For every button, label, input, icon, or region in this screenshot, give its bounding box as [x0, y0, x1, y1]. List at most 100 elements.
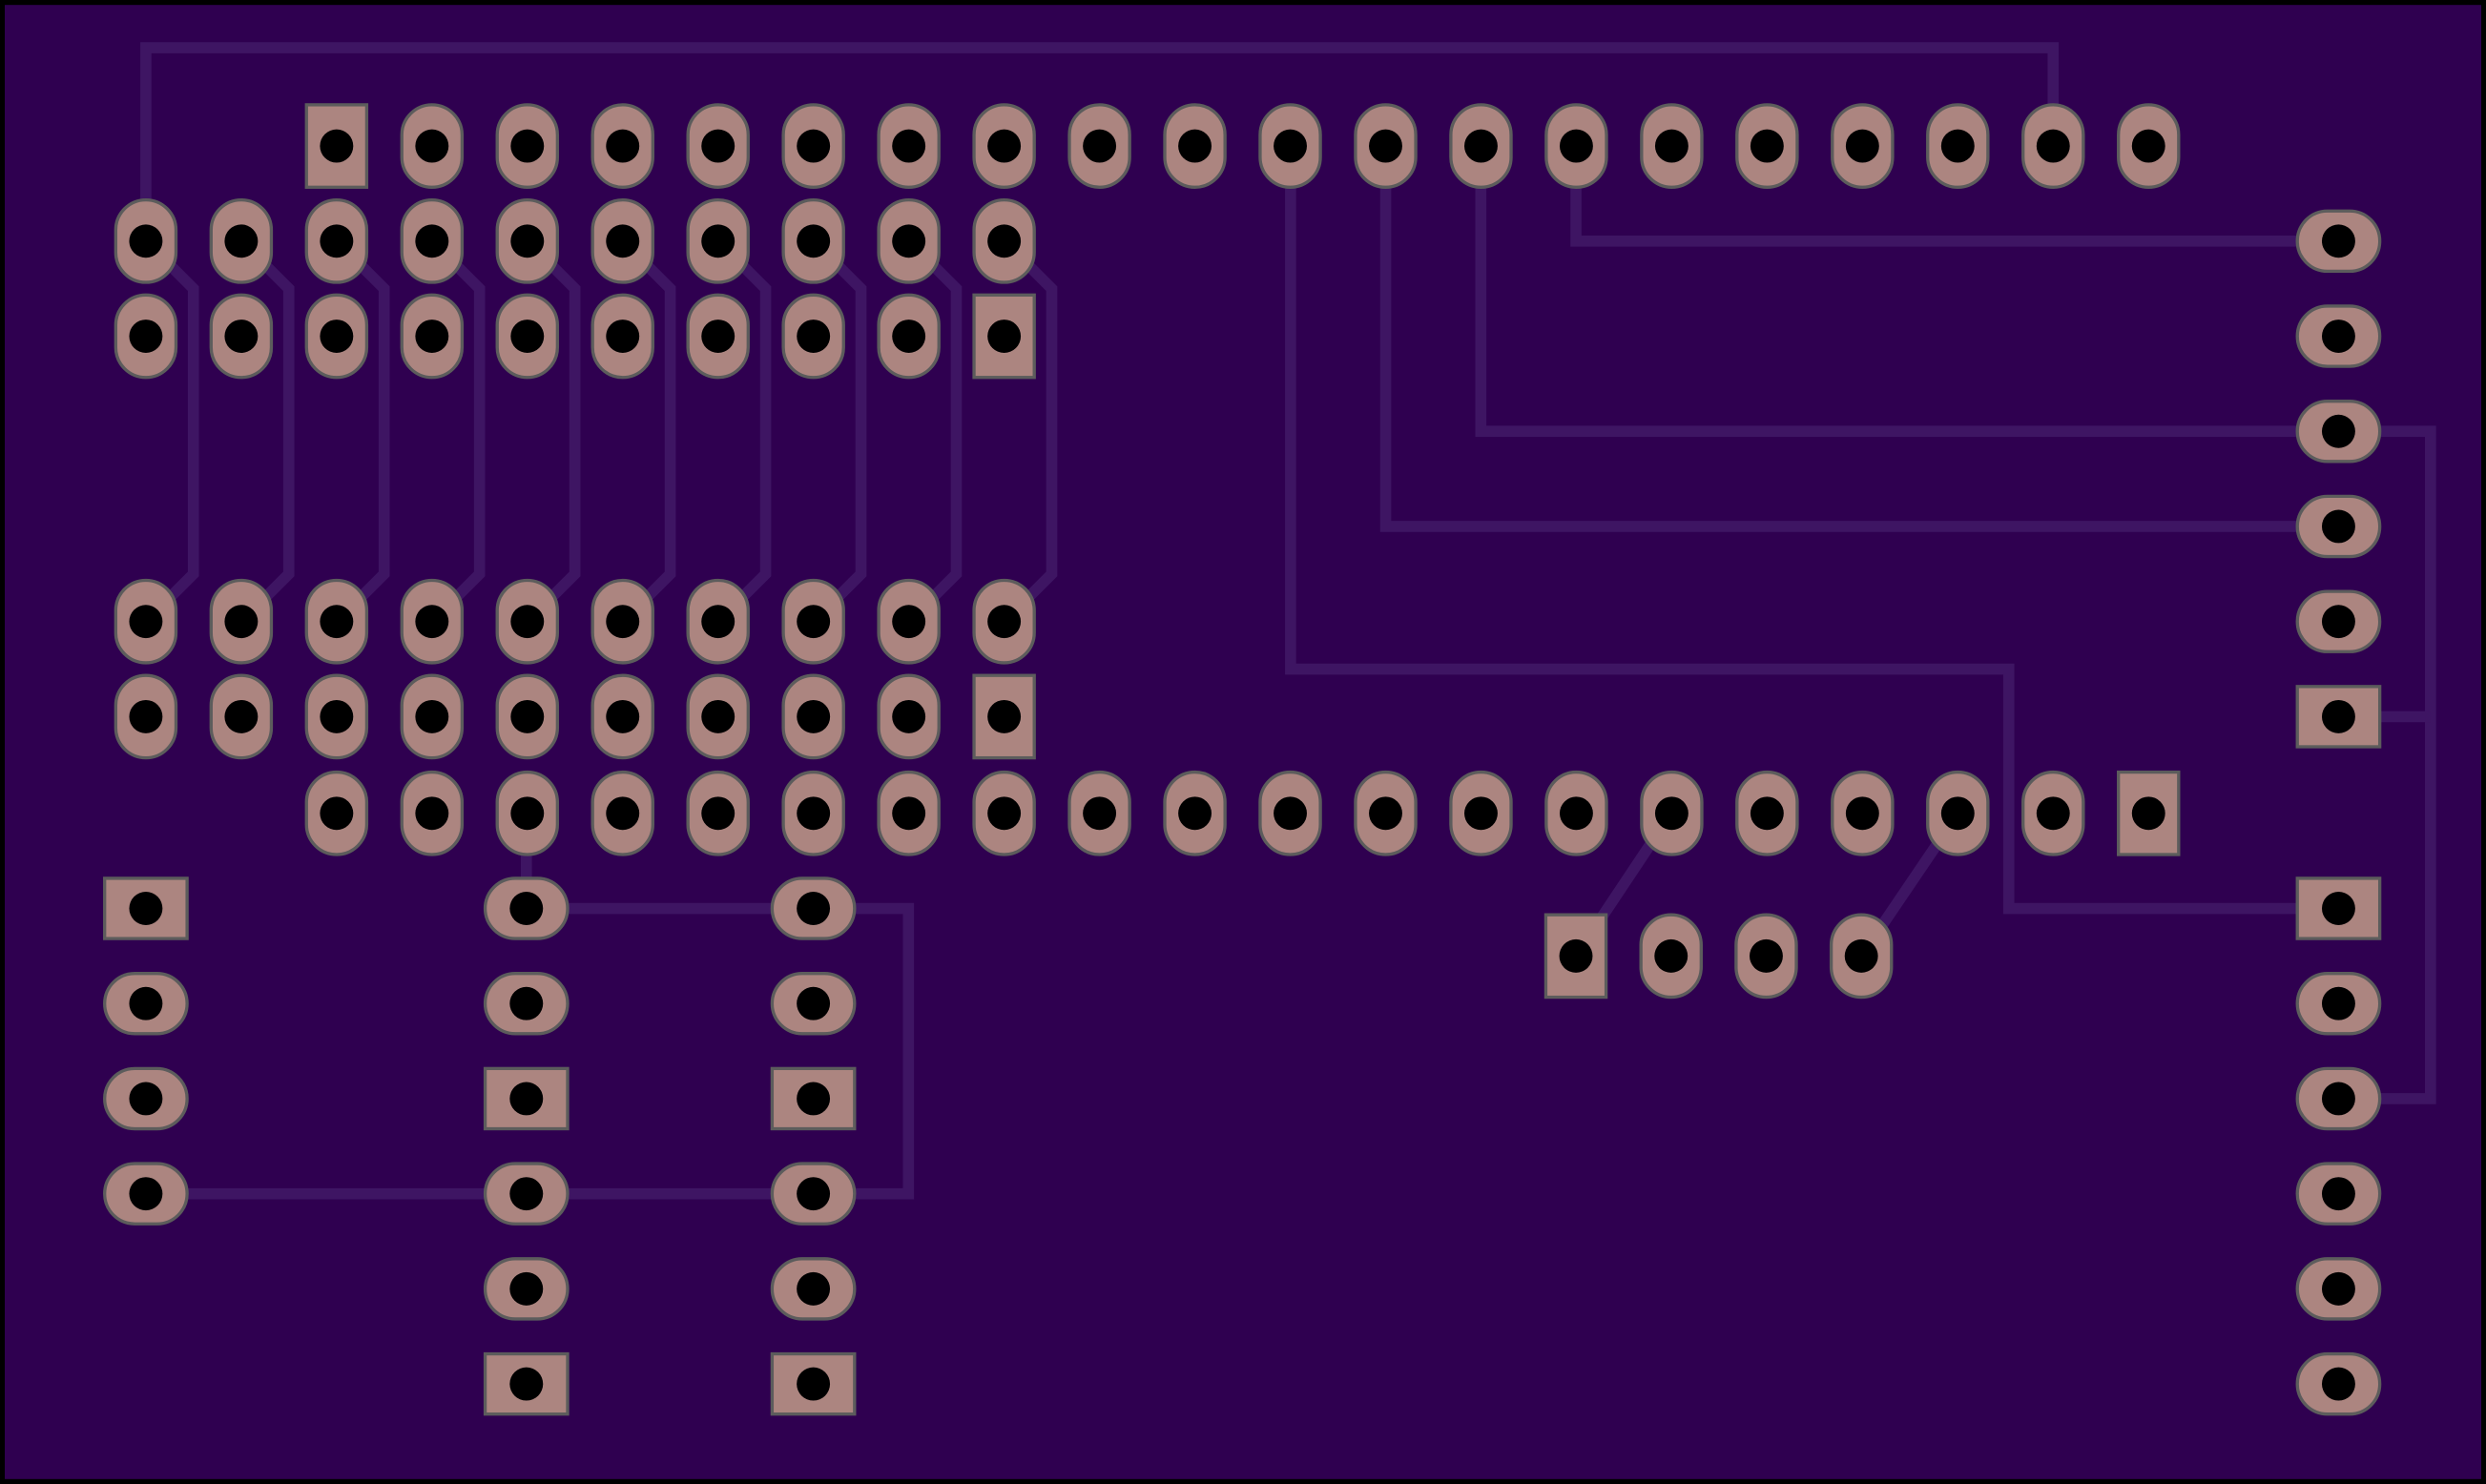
- drill-hole: [510, 319, 545, 353]
- drill-hole: [129, 319, 163, 353]
- drill-hole: [606, 224, 640, 258]
- round-pad: [400, 673, 465, 760]
- square-pad: [2295, 876, 2382, 940]
- drill-hole: [606, 605, 640, 639]
- drill-hole: [797, 1177, 831, 1211]
- drill-hole: [510, 699, 545, 733]
- drill-hole: [509, 1271, 544, 1306]
- round-pad: [1640, 103, 1704, 189]
- round-pad: [2021, 770, 2085, 856]
- round-pad: [1926, 770, 1990, 856]
- square-pad: [304, 103, 369, 189]
- drill-hole: [2321, 319, 2355, 353]
- drill-hole: [797, 796, 831, 831]
- drill-hole: [320, 605, 354, 639]
- drill-hole: [1369, 796, 1402, 831]
- round-pad: [590, 103, 654, 189]
- round-pad: [209, 673, 274, 760]
- round-pad: [770, 1162, 857, 1226]
- round-pad: [304, 197, 369, 284]
- drill-hole: [129, 892, 163, 925]
- drill-hole: [987, 605, 1022, 639]
- drill-hole: [2321, 605, 2355, 639]
- drill-hole: [2036, 129, 2070, 163]
- drill-hole: [987, 224, 1022, 258]
- drill-hole: [415, 605, 449, 639]
- round-pad: [1544, 770, 1608, 856]
- round-pad: [103, 1066, 189, 1131]
- drill-hole: [2321, 892, 2355, 925]
- drill-hole: [509, 892, 544, 925]
- drill-hole: [129, 1082, 163, 1116]
- drill-hole: [509, 1082, 544, 1116]
- drill-hole: [892, 605, 926, 639]
- drill-hole: [2321, 414, 2355, 448]
- drill-hole: [2131, 796, 2165, 831]
- drill-hole: [509, 1367, 544, 1401]
- drill-hole: [2321, 1177, 2355, 1211]
- drill-hole: [701, 699, 735, 733]
- round-pad: [400, 197, 465, 284]
- round-pad: [590, 578, 654, 665]
- round-pad: [2295, 589, 2382, 653]
- drill-hole: [1844, 938, 1878, 973]
- round-pad: [103, 1162, 189, 1226]
- drill-hole: [1940, 129, 1975, 163]
- round-pad: [304, 770, 369, 856]
- drill-hole: [415, 319, 449, 353]
- round-pad: [2295, 494, 2382, 559]
- drill-hole: [1464, 796, 1498, 831]
- drill-hole: [1274, 796, 1307, 831]
- drill-hole: [892, 224, 926, 258]
- round-pad: [483, 876, 570, 940]
- drill-hole: [1750, 129, 1784, 163]
- round-pad: [686, 673, 750, 760]
- drill-hole: [987, 796, 1022, 831]
- drill-hole: [509, 986, 544, 1020]
- drill-hole: [701, 605, 735, 639]
- round-pad: [483, 1257, 570, 1321]
- drill-hole: [797, 1367, 831, 1401]
- drill-hole: [797, 1082, 831, 1116]
- round-pad: [686, 770, 750, 856]
- round-pad: [590, 673, 654, 760]
- round-pad: [495, 293, 560, 380]
- round-pad: [770, 971, 857, 1036]
- drill-hole: [129, 1177, 163, 1211]
- drill-hole: [1559, 796, 1593, 831]
- drill-hole: [1464, 129, 1498, 163]
- drill-hole: [320, 224, 354, 258]
- round-pad: [590, 197, 654, 284]
- trace: [140, 42, 2060, 241]
- round-pad: [209, 293, 274, 380]
- square-pad: [972, 673, 1036, 760]
- drill-hole: [510, 796, 545, 831]
- square-pad: [770, 1351, 857, 1416]
- pads: [103, 103, 2382, 1416]
- round-pad: [1829, 913, 1894, 1000]
- drill-hole: [797, 986, 831, 1020]
- round-pad: [2295, 400, 2382, 464]
- drill-hole: [1178, 796, 1212, 831]
- round-pad: [2295, 1257, 2382, 1321]
- drill-hole: [1274, 129, 1307, 163]
- drill-hole: [1654, 938, 1688, 973]
- round-pad: [1163, 103, 1227, 189]
- drill-hole: [1083, 796, 1117, 831]
- drill-hole: [1750, 796, 1784, 831]
- drill-hole: [320, 129, 354, 163]
- drill-hole: [987, 129, 1022, 163]
- drill-hole: [1559, 129, 1593, 163]
- drill-hole: [606, 796, 640, 831]
- round-pad: [1735, 770, 1799, 856]
- round-pad: [686, 293, 750, 380]
- drill-hole: [2321, 1271, 2355, 1306]
- drill-hole: [606, 319, 640, 353]
- round-pad: [495, 673, 560, 760]
- round-pad: [781, 197, 845, 284]
- round-pad: [1067, 770, 1131, 856]
- round-pad: [1258, 770, 1322, 856]
- round-pad: [114, 293, 178, 380]
- round-pad: [1354, 103, 1418, 189]
